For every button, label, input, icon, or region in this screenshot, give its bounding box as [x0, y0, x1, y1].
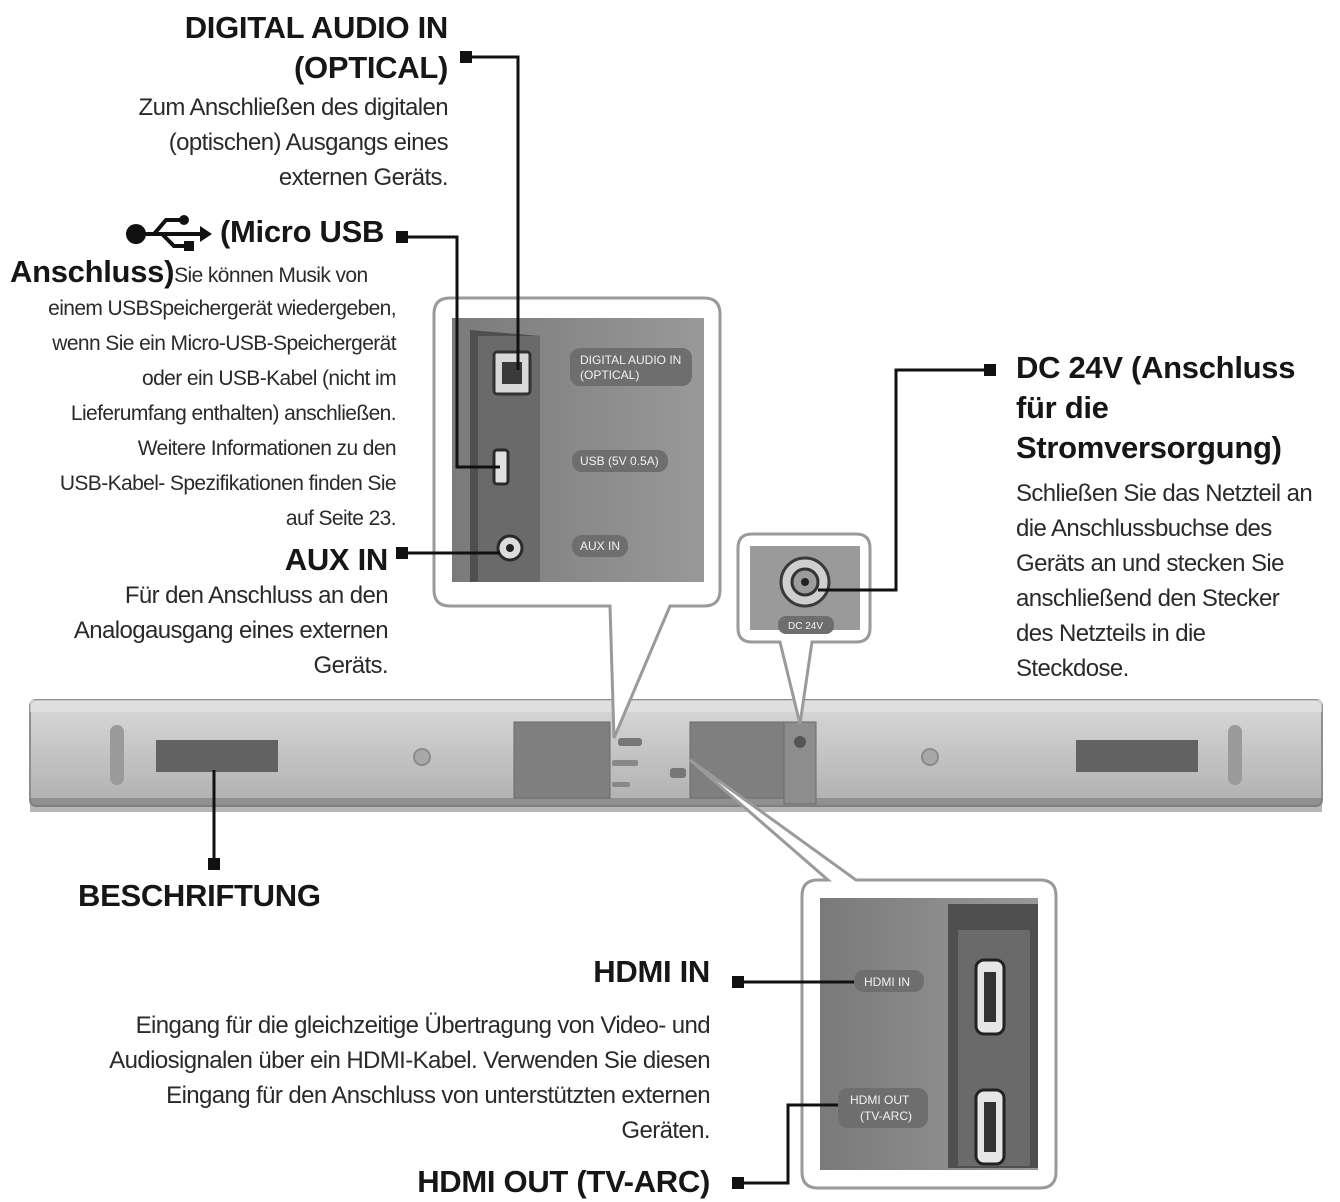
optical-desc-line: (optischen) Ausgangs eines: [168, 129, 449, 156]
aux-description: Für den Anschluss an den Analogausgang e…: [0, 578, 389, 683]
label-title: BESCHRIFTUNG: [78, 878, 321, 913]
dc-title-line: DC 24V (Anschluss: [1016, 350, 1296, 385]
optical-title-line1: DIGITAL AUDIO IN: [184, 10, 449, 45]
dc-desc-line: die Anschlussbuchse des: [1016, 515, 1272, 542]
usb-desc-line: USB-Kabel- Spezifikationen finden Sie: [59, 472, 397, 495]
hdmi-out-title: HDMI OUT (TV-ARC): [417, 1164, 710, 1199]
panel-label-hdmi-out-line1: HDMI OUT: [850, 1093, 910, 1107]
aux-desc-line: Für den Anschluss an den: [124, 582, 389, 609]
dc-description: Schließen Sie das Netzteil an die Anschl…: [1016, 476, 1338, 686]
callout-line-dc: [818, 368, 988, 592]
dc-title-line: Stromversorgung): [1016, 430, 1282, 465]
panel-label-aux: AUX IN: [580, 539, 620, 553]
callout-lines: [212, 55, 988, 1185]
aux-desc-line: Analogausgang eines externen: [73, 617, 389, 644]
magnifier-hdmi-panel: HDMI IN HDMI OUT (TV-ARC): [689, 758, 1058, 1190]
dc-desc-line: des Netzteils in die: [1016, 620, 1206, 647]
hdmi-in-desc-line: Geräten.: [621, 1117, 710, 1144]
hdmi-in-desc-line: Eingang für die gleichzeitige Übertragun…: [135, 1012, 711, 1039]
usb-desc-line: Weitere Informationen zu den: [137, 437, 397, 460]
hdmi-in-desc-line: Eingang für den Anschluss von unterstütz…: [166, 1082, 710, 1109]
screw-left: [413, 748, 431, 766]
panel-label-hdmi-out-line2: (TV-ARC): [860, 1109, 912, 1123]
usb-title-row: Anschluss)Sie können Musik von: [10, 252, 410, 293]
optical-title: DIGITAL AUDIO IN (OPTICAL): [28, 8, 449, 88]
hdmi-in-description: Eingang für die gleichzeitige Übertragun…: [30, 1008, 710, 1148]
usb-desc-line: einem USBSpeichergerät wiedergeben,: [48, 297, 396, 320]
dc-title-line: für die: [1016, 390, 1109, 425]
callout-markers: [208, 51, 996, 1189]
screw-right: [921, 748, 939, 766]
usb-desc-line: auf Seite 23.: [285, 507, 397, 530]
usb-desc-line: wenn Sie ein Micro-USB-Speichergerät: [52, 332, 396, 355]
panel-label-hdmi-in: HDMI IN: [864, 975, 910, 989]
dc-desc-line: Geräts an und stecken Sie: [1016, 550, 1284, 577]
optical-desc-line: Zum Anschließen des digitalen: [138, 94, 449, 121]
magnifier-dc-panel: DC 24V: [736, 532, 872, 725]
usb-title-part2: Anschluss): [10, 254, 175, 289]
label-plate-left: [156, 740, 278, 772]
aux-title: AUX IN: [284, 542, 389, 577]
optical-title-line2: (OPTICAL): [294, 50, 448, 85]
panel-label-dc: DC 24V: [788, 621, 823, 632]
dc-desc-line: Steckdose.: [1016, 655, 1129, 682]
usb-desc-line: oder ein USB-Kabel (nicht im: [142, 367, 397, 390]
right-handle: [1228, 725, 1242, 785]
label-plate-right: [1076, 740, 1198, 772]
usb-icon: [126, 215, 212, 251]
callout-line-usb: [400, 235, 500, 469]
soundbar: [29, 699, 1323, 812]
optical-description: Zum Anschließen des digitalen (optischen…: [28, 90, 449, 195]
usb-title-part1: (Micro USB: [220, 214, 385, 249]
usb-desc-line: Lieferumfang enthalten) anschließen.: [70, 402, 397, 425]
recess-right: [689, 721, 785, 799]
hdmi-in-title: HDMI IN: [593, 954, 710, 989]
callout-line-optical: [468, 55, 520, 370]
magnifier-top-panel: DIGITAL AUDIO IN (OPTICAL) USB (5V 0.5A)…: [432, 296, 722, 739]
panel-label-usb: USB (5V 0.5A): [580, 454, 659, 468]
left-handle: [110, 725, 124, 785]
dc-desc-line: Schließen Sie das Netzteil an: [1016, 480, 1313, 507]
optical-desc-line: externen Geräts.: [278, 164, 449, 191]
callout-line-hdmi-out: [736, 1103, 838, 1185]
usb-desc-first: Sie können Musik von: [174, 264, 368, 287]
recess-left: [513, 721, 611, 799]
dc-desc-line: anschließend den Stecker: [1016, 585, 1280, 612]
panel-label-optical-line2: (OPTICAL): [580, 368, 639, 382]
aux-desc-line: Geräts.: [313, 652, 389, 679]
hdmi-in-desc-line: Audiosignalen über ein HDMI-Kabel. Verwe…: [109, 1047, 710, 1074]
usb-description: einem USBSpeichergerät wiedergeben, wenn…: [0, 291, 396, 536]
dc-title: DC 24V (Anschluss für die Stromversorgun…: [1016, 348, 1336, 468]
panel-label-optical-line1: DIGITAL AUDIO IN: [580, 353, 681, 367]
